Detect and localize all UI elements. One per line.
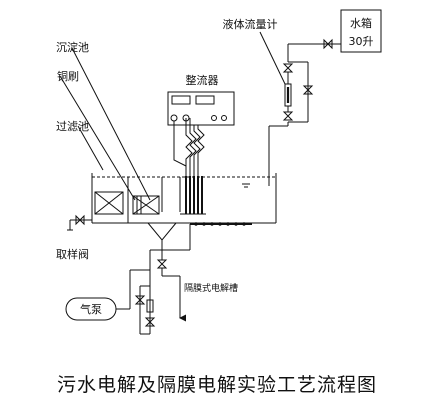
filter-tank xyxy=(94,191,124,215)
label-leaders xyxy=(59,47,151,201)
air-pump: 气泵 xyxy=(65,297,117,321)
sampling-line xyxy=(67,214,92,231)
rectifier-display-2 xyxy=(195,95,215,105)
rectifier-terminal xyxy=(170,114,178,122)
air-pump-label: 气泵 xyxy=(80,302,102,316)
sampling-valve-label: 取样阀 xyxy=(56,247,89,261)
flowmeter: 液体流量计 xyxy=(223,17,314,186)
bypass-valve xyxy=(302,85,314,95)
copper-brush xyxy=(132,195,160,215)
water-tank-volume: 30升 xyxy=(349,35,374,48)
water-tank: 水箱 30升 xyxy=(340,9,382,53)
rectifier-cables xyxy=(173,118,205,176)
rectifier-knob xyxy=(221,115,227,121)
rectifier: 整流器 xyxy=(167,73,235,126)
drain-line xyxy=(156,254,186,322)
tank-outlet-pipe xyxy=(287,38,341,62)
air-valve xyxy=(134,295,146,305)
flowmeter-label: 液体流量计 xyxy=(223,17,278,31)
flowmeter-outlet-valve xyxy=(282,111,294,121)
tank-outlet-valve xyxy=(323,38,333,50)
copper-brush-label: 铜刷 xyxy=(57,69,79,83)
water-tank-label: 水箱 xyxy=(350,16,372,30)
rectifier-label: 整流器 xyxy=(186,73,219,87)
drain-valve xyxy=(156,259,168,269)
rectifier-display xyxy=(171,95,191,105)
air-valve-2 xyxy=(144,317,156,327)
main-tank xyxy=(91,173,277,254)
sedimentation-hopper xyxy=(147,222,177,241)
flowmeter-inlet-valve xyxy=(282,63,294,73)
air-flowmeter xyxy=(146,299,154,313)
air-line xyxy=(116,224,191,335)
rectifier-knob xyxy=(211,115,217,121)
sampling-valve xyxy=(75,214,85,226)
membrane-cell-label: 隔膜式电解槽 xyxy=(184,282,238,294)
sedimentation-tank-label: 沉淀池 xyxy=(56,40,89,54)
diagram-caption: 污水电解及隔膜电解实验工艺流程图 xyxy=(57,374,377,396)
filter-tank-label: 过滤池 xyxy=(56,120,89,133)
